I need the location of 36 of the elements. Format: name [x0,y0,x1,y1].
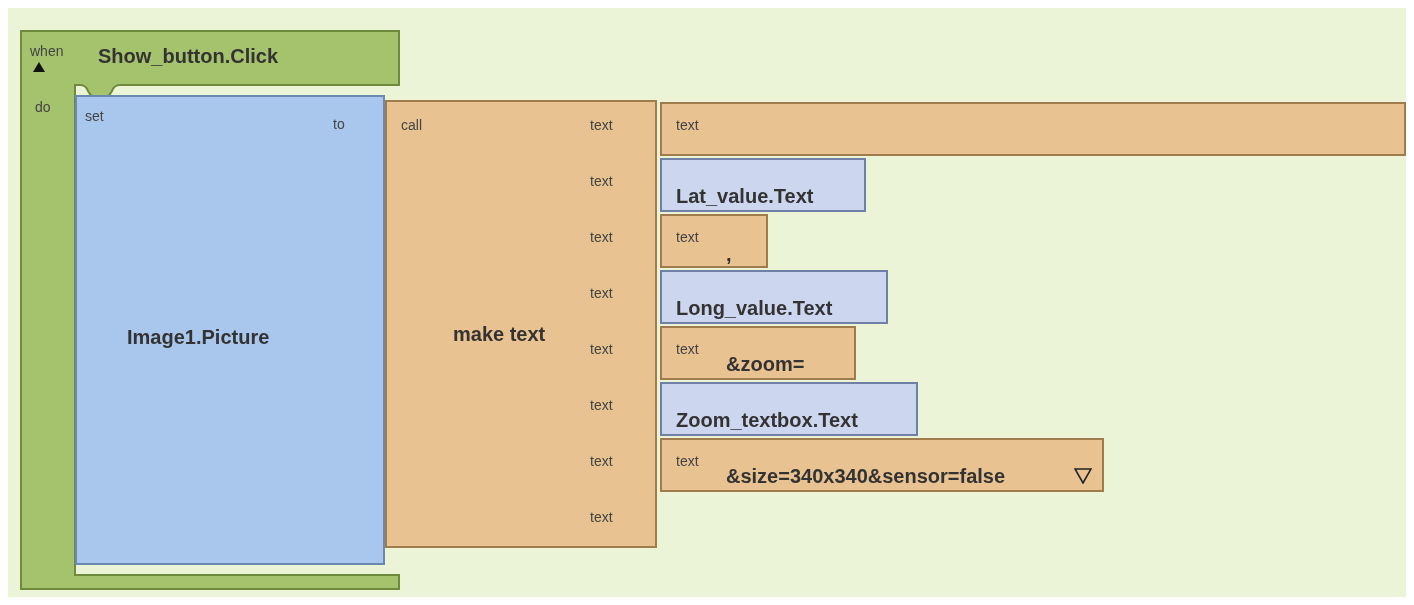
text-value: &zoom= [726,354,805,374]
block-keyword: text [676,342,699,356]
block-keyword: call [401,118,422,132]
socket-label: to [333,117,345,131]
socket-label: text [590,230,613,244]
block-keyword: set [85,109,104,123]
socket-label: text [590,510,613,524]
setter-block [75,95,385,565]
event-block [20,30,400,590]
function-name: make text [453,324,546,344]
text-literal-block [660,102,1406,156]
text-literal-block [660,438,1104,492]
socket-label: text [590,174,613,188]
text-literal-block [660,326,856,380]
socket-label: text [590,286,613,300]
block-keyword: text [676,454,699,468]
block-keyword: when [30,44,64,58]
socket-label: text [590,398,613,412]
property-getter-block [660,158,866,212]
property-name: Zoom_textbox.Text [676,410,858,430]
property-name: Image1.Picture [127,327,270,347]
socket-label: text [590,118,613,132]
text-value: &size=340x340&sensor=false [726,466,1006,486]
block-keyword: text [676,118,699,132]
property-getter-block [660,270,888,324]
block-keyword: text [676,230,699,244]
block-keyword: do [35,100,51,114]
text-value: , [726,244,732,264]
text-literal-block [660,214,768,268]
property-getter-block [660,382,918,436]
socket-label: text [590,454,613,468]
property-name: Lat_value.Text [676,186,814,206]
property-name: Long_value.Text [676,298,833,318]
event-name: Show_button.Click [98,46,278,66]
socket-label: text [590,342,613,356]
function-call-block [385,100,657,548]
